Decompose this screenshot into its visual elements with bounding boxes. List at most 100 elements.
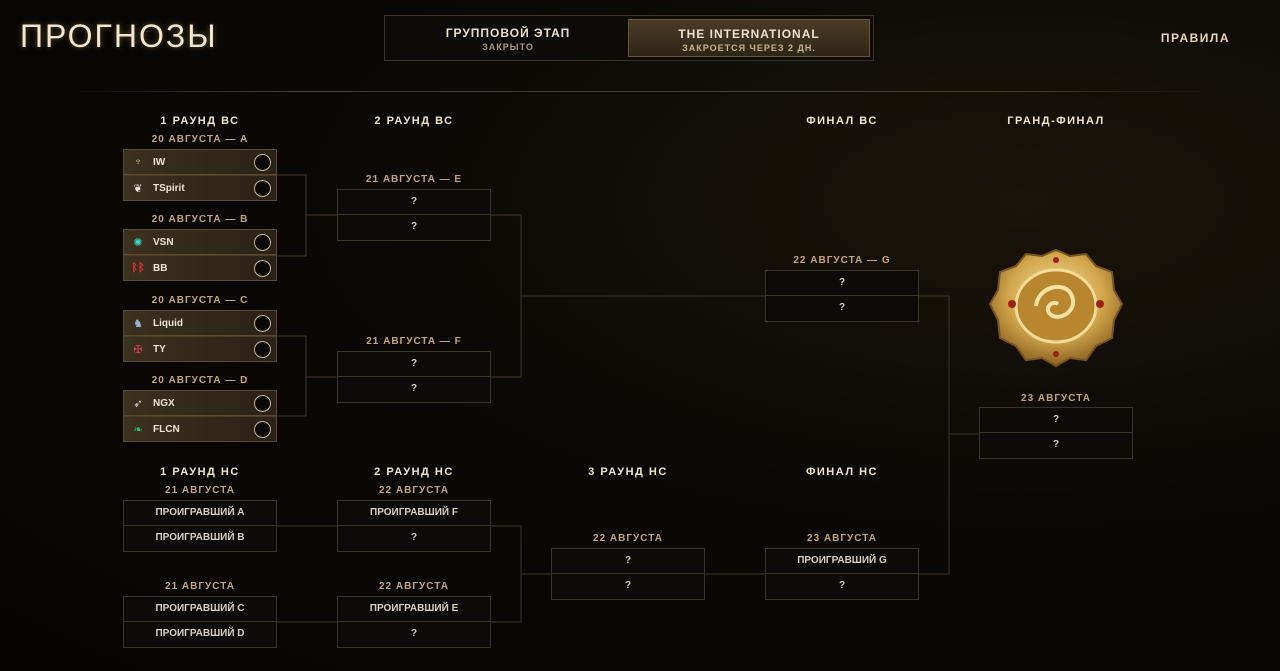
match-wb-f: ? ?	[337, 351, 491, 403]
match-lb-r1-2: ПРОИГРАВШИЙ C ПРОИГРАВШИЙ D	[123, 596, 277, 648]
stage-tabs: ГРУППОВОЙ ЭТАП ЗАКРЫТО THE INTERNATIONAL…	[384, 15, 874, 61]
match-lb-r2-1: ПРОИГРАВШИЙ F ?	[337, 500, 491, 552]
match-date: 21 АВГУСТА — E	[365, 174, 463, 185]
team-row[interactable]: ♆ IW	[123, 149, 277, 175]
match-date: 21 АВГУСТА	[165, 581, 235, 592]
match-lb-final: ПРОИГРАВШИЙ G ?	[765, 548, 919, 600]
pick-radio[interactable]	[254, 234, 271, 251]
spirit-logo-icon: ❦	[133, 182, 143, 195]
match-slot: ?	[337, 526, 491, 552]
match-slot: ?	[551, 574, 705, 600]
team-name: Liquid	[153, 317, 183, 329]
tab-group-stage[interactable]: ГРУППОВОЙ ЭТАП ЗАКРЫТО	[388, 19, 628, 57]
header-lb-round3: 3 РАУНД НС	[588, 466, 668, 478]
match-slot: ?	[979, 407, 1133, 433]
team-row[interactable]: ❧ FLCN	[123, 416, 277, 442]
team-row[interactable]: ✺ VSN	[123, 229, 277, 255]
match-date: 20 АВГУСТА — B	[151, 214, 249, 225]
pick-radio[interactable]	[254, 260, 271, 277]
team-name: FLCN	[153, 423, 180, 435]
pick-radio[interactable]	[254, 421, 271, 438]
match-lb-r2-2: ПРОИГРАВШИЙ E ?	[337, 596, 491, 648]
tab-label: ГРУППОВОЙ ЭТАП	[445, 26, 571, 40]
tab-status: ЗАКРОЕТСЯ ЧЕРЕЗ 2 ДН.	[682, 43, 816, 53]
tab-status: ЗАКРЫТО	[482, 42, 534, 52]
tab-the-international[interactable]: THE INTERNATIONAL ЗАКРОЕТСЯ ЧЕРЕЗ 2 ДН.	[628, 19, 870, 57]
rules-link[interactable]: ПРАВИЛА	[1160, 31, 1230, 45]
match-wb-e: ? ?	[337, 189, 491, 241]
match-slot: ?	[337, 215, 491, 241]
bb-logo-icon: ᛒᛒ	[131, 262, 145, 274]
match-slot: ПРОИГРАВШИЙ B	[123, 526, 277, 552]
match-wb-b: ✺ VSN ᛒᛒ BB	[123, 229, 277, 281]
aegis-trophy-icon	[988, 248, 1124, 368]
match-slot: ?	[337, 622, 491, 648]
page-title: ПРОГНОЗЫ	[20, 18, 218, 54]
match-slot: ?	[337, 377, 491, 403]
header-lb-round2: 2 РАУНД НС	[374, 466, 454, 478]
match-slot: ?	[765, 270, 919, 296]
match-date: 22 АВГУСТА	[593, 533, 663, 544]
falcons-logo-icon: ❧	[133, 423, 143, 436]
tab-label: THE INTERNATIONAL	[678, 27, 820, 41]
match-wb-c: ♞ Liquid ✠ TY	[123, 310, 277, 362]
pick-radio[interactable]	[254, 395, 271, 412]
match-grand-final: ? ?	[979, 407, 1133, 459]
match-slot: ПРОИГРАВШИЙ E	[337, 596, 491, 622]
match-slot: ПРОИГРАВШИЙ C	[123, 596, 277, 622]
iw-logo-icon: ♆	[133, 156, 143, 168]
header-lb-round1: 1 РАУНД НС	[160, 466, 240, 478]
match-date: 22 АВГУСТА	[379, 485, 449, 496]
match-slot: ?	[337, 189, 491, 215]
match-slot: ?	[765, 574, 919, 600]
match-slot: ?	[765, 296, 919, 322]
team-name: NGX	[153, 397, 175, 409]
match-date: 22 АВГУСТА	[379, 581, 449, 592]
team-row[interactable]: ✠ TY	[123, 336, 277, 362]
match-lb-r3: ? ?	[551, 548, 705, 600]
team-row[interactable]: ♞ Liquid	[123, 310, 277, 336]
vsn-logo-icon: ✺	[133, 236, 143, 249]
match-slot: ПРОИГРАВШИЙ G	[765, 548, 919, 574]
match-lb-r1-1: ПРОИГРАВШИЙ A ПРОИГРАВШИЙ B	[123, 500, 277, 552]
pick-radio[interactable]	[254, 315, 271, 332]
match-wb-final: ? ?	[765, 270, 919, 322]
match-slot: ПРОИГРАВШИЙ A	[123, 500, 277, 526]
match-wb-a: ♆ IW ❦ TSpirit	[123, 149, 277, 201]
pick-radio[interactable]	[254, 341, 271, 358]
match-date: 20 АВГУСТА — A	[151, 134, 249, 145]
header-wb-final: ФИНАЛ ВС	[806, 115, 878, 127]
pick-radio[interactable]	[254, 154, 271, 171]
liquid-logo-icon: ♞	[133, 317, 143, 330]
match-date: 21 АВГУСТА	[165, 485, 235, 496]
pick-radio[interactable]	[254, 180, 271, 197]
match-slot: ПРОИГРАВШИЙ D	[123, 622, 277, 648]
header-wb-round1: 1 РАУНД ВС	[160, 115, 240, 127]
team-row[interactable]: ᛒᛒ BB	[123, 255, 277, 281]
match-slot: ПРОИГРАВШИЙ F	[337, 500, 491, 526]
team-name: TY	[153, 343, 166, 355]
match-date: 23 АВГУСТА	[807, 533, 877, 544]
team-row[interactable]: ➶ NGX	[123, 390, 277, 416]
team-name: BB	[153, 262, 168, 274]
ngx-logo-icon: ➶	[133, 397, 143, 410]
match-slot: ?	[551, 548, 705, 574]
match-date: 21 АВГУСТА — F	[366, 336, 462, 347]
team-name: IW	[153, 156, 166, 168]
team-name: TSpirit	[153, 182, 185, 194]
divider	[60, 91, 1220, 92]
header-lb-final: ФИНАЛ НС	[806, 466, 878, 478]
match-date: 22 АВГУСТА — G	[793, 255, 891, 266]
match-date: 23 АВГУСТА	[1021, 393, 1091, 404]
header-grand-final: ГРАНД-ФИНАЛ	[1007, 115, 1105, 127]
match-wb-d: ➶ NGX ❧ FLCN	[123, 390, 277, 442]
header-wb-round2: 2 РАУНД ВС	[374, 115, 454, 127]
ty-logo-icon: ✠	[133, 343, 143, 356]
team-name: VSN	[153, 236, 174, 248]
match-slot: ?	[337, 351, 491, 377]
match-date: 20 АВГУСТА — C	[151, 295, 249, 306]
match-slot: ?	[979, 433, 1133, 459]
team-row[interactable]: ❦ TSpirit	[123, 175, 277, 201]
match-date: 20 АВГУСТА — D	[151, 375, 249, 386]
